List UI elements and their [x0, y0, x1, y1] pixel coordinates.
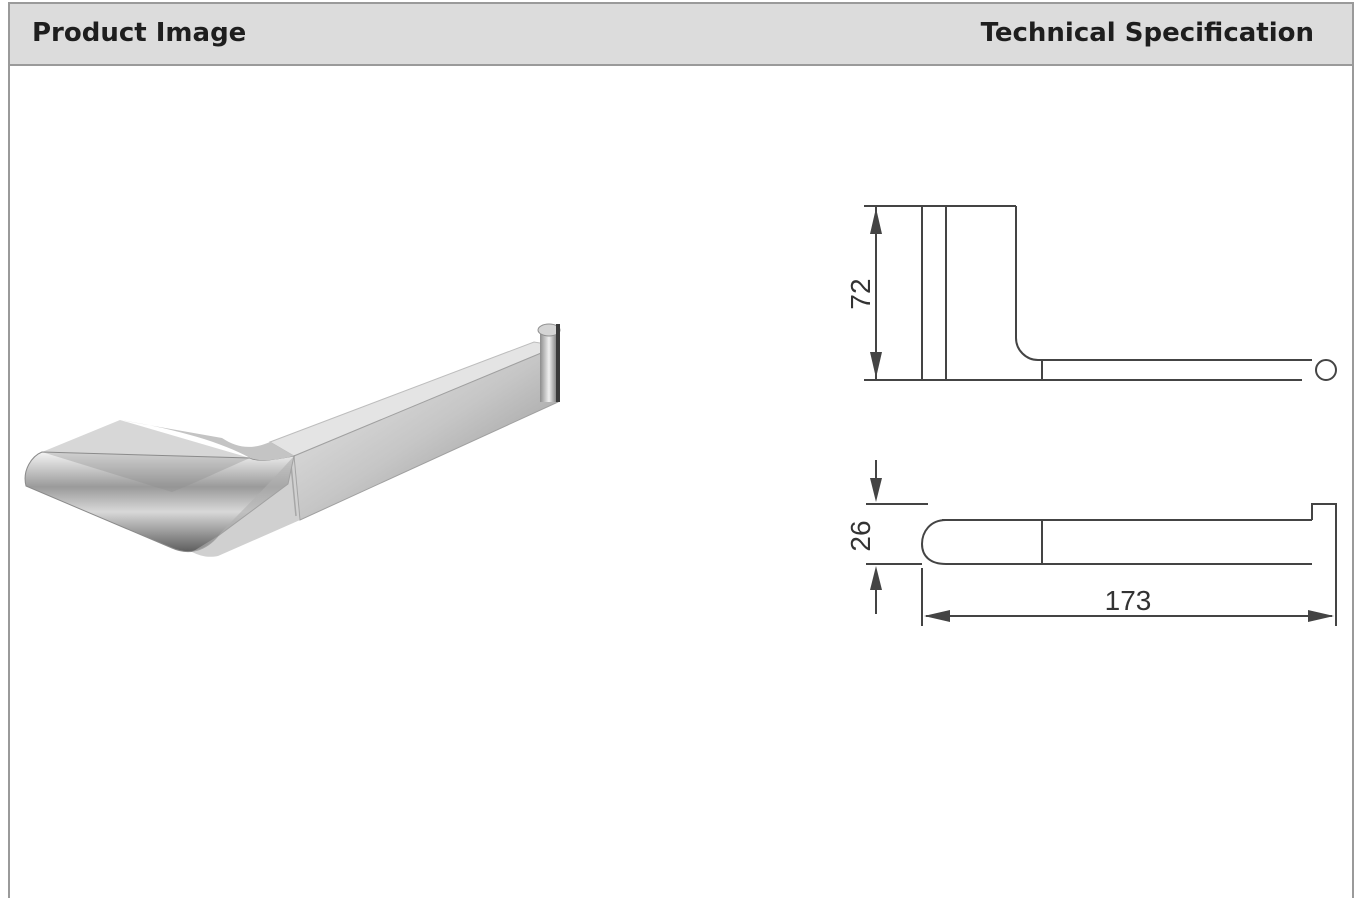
header-bar: Product Image Technical Specification [10, 4, 1352, 66]
length-dimension-label: 173 [1105, 585, 1152, 616]
product-photo [24, 323, 561, 557]
technical-drawing: 72 26 173 [845, 205, 1337, 626]
technical-specification-heading: Technical Specification [980, 18, 1314, 48]
product-image-heading: Product Image [32, 18, 247, 48]
spec-sheet: Product Image Technical Specification [8, 2, 1354, 898]
height-dimension-label: 72 [845, 278, 876, 309]
depth-dimension-label: 26 [845, 520, 876, 551]
